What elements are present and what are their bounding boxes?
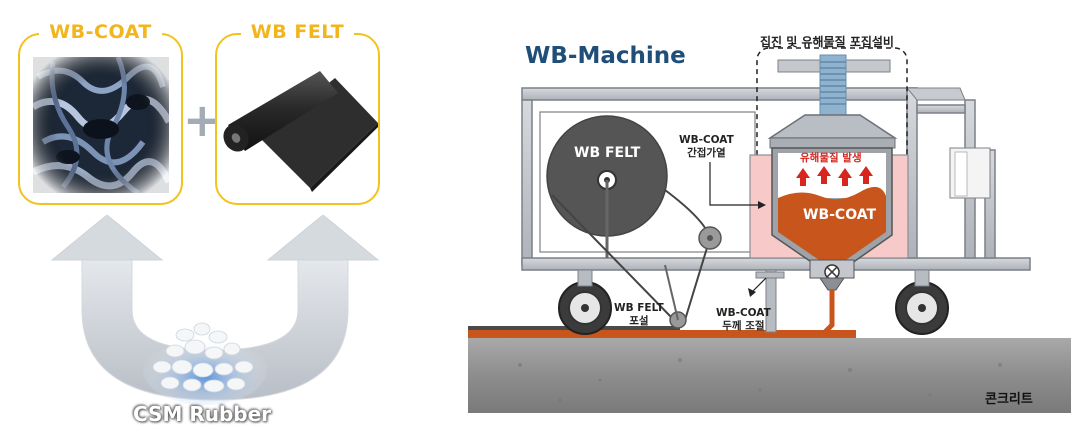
- wb-felt-title: WB FELT: [240, 21, 355, 43]
- machine-illustration: [468, 47, 1071, 413]
- thickness-label: WB-COAT 두께 조절: [716, 307, 771, 333]
- thickness-blade: [765, 269, 777, 333]
- wb-coat-card: WB-COAT: [18, 21, 183, 205]
- exhaust-duct: [819, 54, 847, 116]
- felt-laying-label: WB FELT 포설: [614, 302, 664, 328]
- emission-arrows-icon: [796, 166, 873, 186]
- concrete-label: 콘크리트: [985, 392, 1033, 407]
- emission-label: 유해물질 발생: [800, 152, 862, 164]
- felt-roll-image: [223, 71, 378, 192]
- machine-title: WB-Machine: [525, 43, 686, 69]
- rear-wheel: [895, 269, 949, 335]
- tank-label: WB-COAT: [803, 207, 877, 223]
- csm-rubber-label: CSM Rubber: [133, 402, 272, 426]
- wb-felt-card: WB FELT: [215, 21, 380, 205]
- coating-layer: [468, 330, 856, 338]
- collector-label: 집진 및 유해물질 포집설비: [760, 35, 894, 49]
- coat-liquid: [778, 186, 886, 262]
- collector-boundary: [756, 47, 908, 169]
- wb-coat-texture-image: [33, 57, 169, 193]
- front-wheel: [558, 269, 612, 335]
- wb-coat-title: WB-COAT: [39, 21, 162, 43]
- csm-rubber-pellets-image: [143, 322, 267, 405]
- indirect-heating-label: WB-COAT 간접가열: [679, 134, 734, 160]
- collector-hood: [767, 114, 898, 139]
- concrete-slab: [468, 338, 1071, 413]
- felt-roll-label: WB FELT: [574, 145, 641, 161]
